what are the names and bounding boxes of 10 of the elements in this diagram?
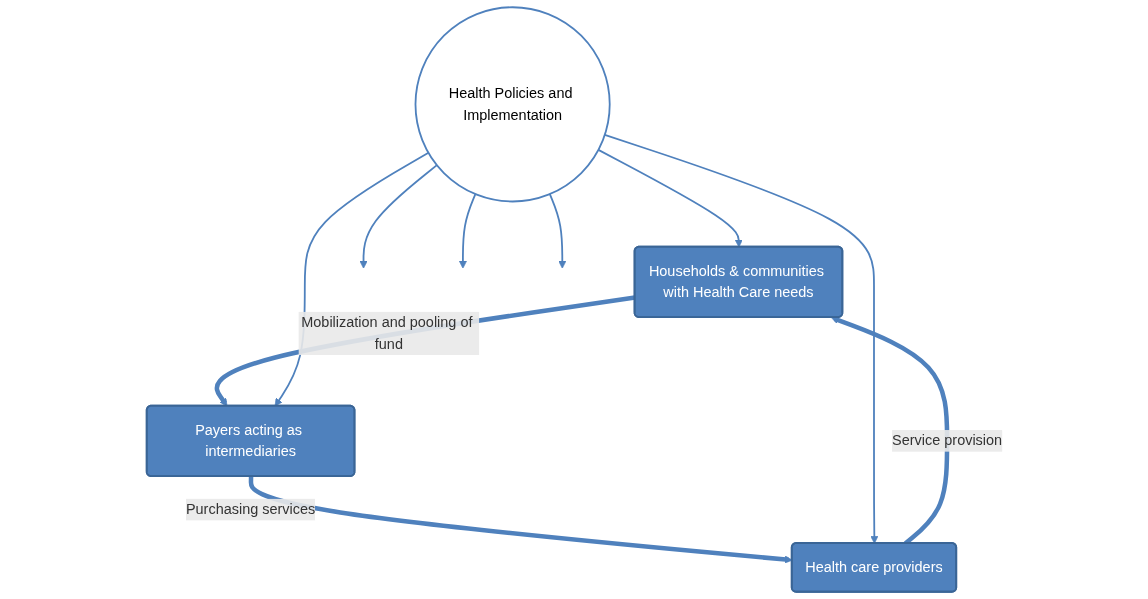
arrow (214, 295, 635, 407)
edge-label: Mobilization and pooling of fund (300, 314, 473, 352)
node-circle: Health Policies and Implementation (414, 6, 611, 203)
arrow (603, 134, 878, 544)
arrow (548, 193, 566, 269)
arrow (597, 148, 743, 248)
arrow (458, 193, 476, 269)
edge-label: Purchasing services (185, 501, 315, 517)
edge-label: Service provision (891, 432, 1002, 449)
arrow (359, 164, 438, 269)
